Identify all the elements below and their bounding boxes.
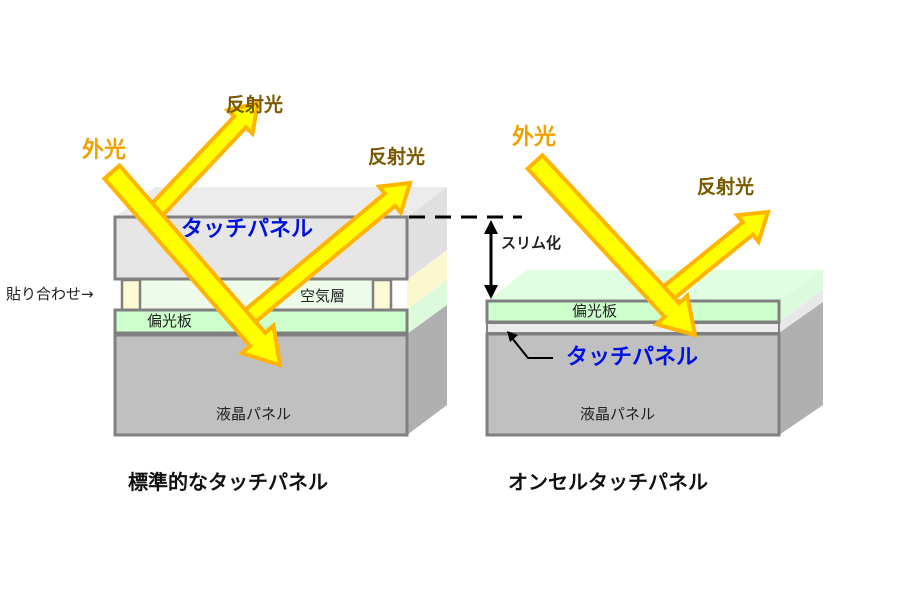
left-polarizer-side-face bbox=[407, 280, 447, 334]
right-reflected-light-label: 反射光 bbox=[697, 176, 755, 198]
left-reflected-light-arrow-1 bbox=[143, 100, 261, 224]
left-spacer-2 bbox=[371, 278, 393, 312]
bonding-label: 貼り合わせ→ bbox=[6, 285, 94, 303]
right-side-face-top bbox=[779, 270, 823, 322]
slim-double-arrow bbox=[484, 220, 498, 299]
right-lcd-side-face bbox=[779, 302, 823, 435]
left-lcd-label: 液晶パネル bbox=[216, 405, 292, 423]
right-stack bbox=[485, 270, 823, 437]
slim-label: スリム化 bbox=[501, 234, 562, 252]
right-reflected-light-arrow bbox=[654, 209, 771, 308]
right-polarizer bbox=[485, 299, 781, 324]
right-external-light-arrow bbox=[524, 152, 698, 338]
left-polarizer-label: 偏光板 bbox=[147, 312, 193, 330]
right-touch-panel-label: タッチパネル bbox=[566, 345, 699, 370]
left-reflected-light-label-1: 反射光 bbox=[226, 94, 284, 116]
left-touch-side-face bbox=[407, 187, 447, 280]
right-polarizer-label: 偏光板 bbox=[572, 302, 618, 320]
left-external-light-arrow bbox=[101, 162, 283, 368]
left-air-side-face bbox=[407, 250, 447, 310]
touch-pointer-arrow bbox=[507, 331, 553, 359]
right-lcd-label: 液晶パネル bbox=[580, 405, 656, 423]
left-lcd-side-face bbox=[407, 305, 447, 435]
left-reflected-light-arrow-2 bbox=[235, 180, 413, 331]
right-caption: オンセルタッチパネル bbox=[508, 470, 708, 494]
right-touch-layer bbox=[486, 322, 780, 334]
left-reflected-light-label-2: 反射光 bbox=[368, 146, 426, 168]
left-caption: 標準的なタッチパネル bbox=[128, 470, 328, 494]
left-external-light-label: 外光 bbox=[82, 138, 127, 163]
left-touch-panel-label: タッチパネル bbox=[181, 217, 314, 242]
air-layer-label: 空気層 bbox=[300, 287, 346, 305]
left-spacer-1 bbox=[120, 278, 142, 312]
right-external-light-label: 外光 bbox=[512, 125, 557, 150]
right-side-face-thin bbox=[779, 290, 823, 333]
right-lcd-panel bbox=[485, 332, 781, 437]
